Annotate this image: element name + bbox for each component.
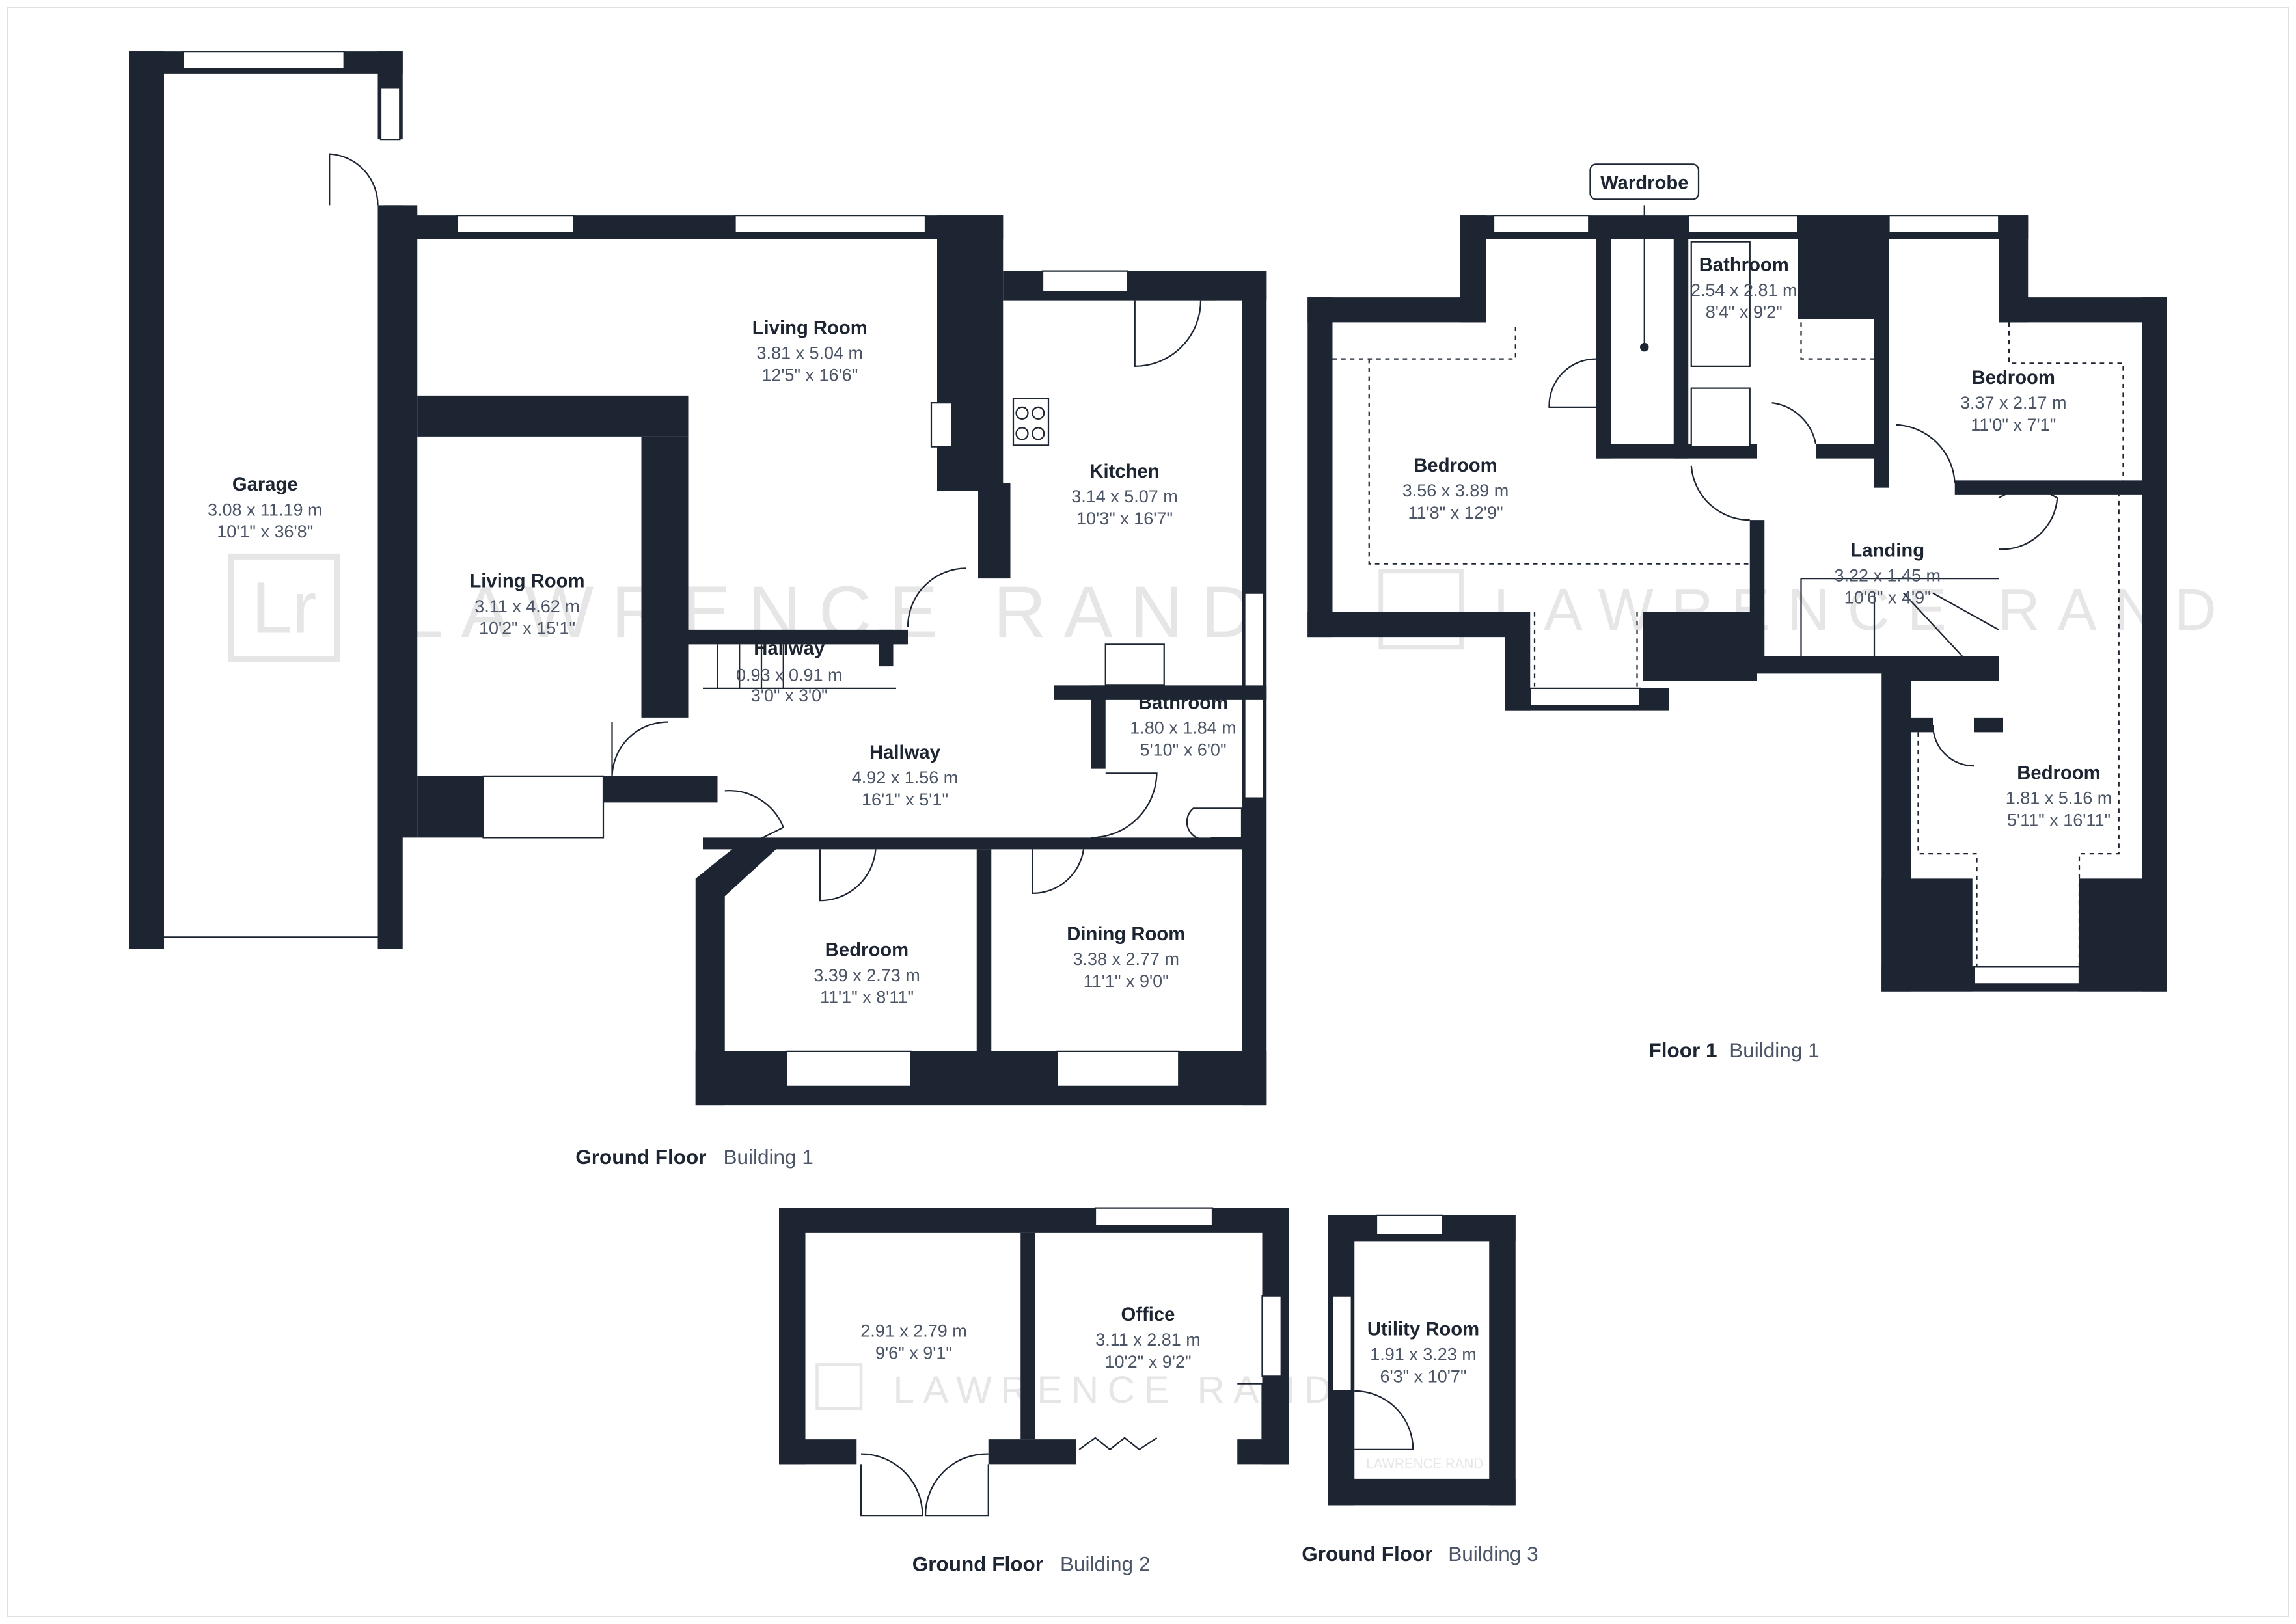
svg-text:Kitchen: Kitchen [1089,461,1159,482]
svg-text:Bathroom: Bathroom [1699,255,1789,276]
svg-text:Building 1: Building 1 [724,1145,813,1169]
svg-text:11'1" x 8'11": 11'1" x 8'11" [820,988,914,1007]
caption-ground-floor-building-3: Ground Floor Building 3 [1302,1542,1538,1565]
svg-text:LAWRENCE RAND: LAWRENCE RAND [894,1369,1341,1411]
svg-text:Ground Floor: Ground Floor [1302,1542,1432,1565]
svg-text:Hallway: Hallway [754,638,825,659]
svg-text:Building 2: Building 2 [1060,1552,1150,1576]
svg-text:3'0" x 3'0": 3'0" x 3'0" [751,686,828,705]
svg-text:10'1" x 36'8": 10'1" x 36'8" [217,522,313,541]
room-utility-room: Utility Room 1.91 x 3.23 m 6'3" x 10'7" [1367,1319,1479,1386]
room-living-room-2: Living Room 3.11 x 4.62 m 10'2" x 15'1" [469,571,584,638]
ground-floor-building-1-walls [129,50,1267,1106]
svg-text:Bedroom: Bedroom [1972,368,2055,388]
svg-text:Bathroom: Bathroom [1138,692,1228,713]
room-bedroom-floor1-top-right: Bedroom 3.37 x 2.17 m 11'0" x 7'1" [1960,368,2067,435]
room-bathroom-floor1: Bathroom 2.54 x 2.81 m 8'4" x 9'2" [1691,255,1797,322]
svg-text:Garage: Garage [232,474,298,495]
svg-text:Landing: Landing [1850,540,1924,561]
svg-text:Floor 1: Floor 1 [1649,1038,1717,1062]
svg-text:6'3" x 10'7": 6'3" x 10'7" [1380,1366,1466,1386]
svg-text:1.91 x 3.23 m: 1.91 x 3.23 m [1370,1345,1477,1364]
svg-text:3.11 x 4.62 m: 3.11 x 4.62 m [474,597,580,616]
svg-text:16'1" x 5'1": 16'1" x 5'1" [862,790,948,809]
svg-text:10'2" x 9'2": 10'2" x 9'2" [1104,1352,1191,1372]
svg-text:Wardrobe: Wardrobe [1600,173,1688,194]
svg-text:2.91 x 2.79 m: 2.91 x 2.79 m [860,1321,967,1341]
room-bedroom-ground: Bedroom 3.39 x 2.73 m 11'1" x 8'11" [813,940,920,1007]
building-2-walls [779,1207,1289,1517]
room-hallway-small: Hallway 0.93 x 0.91 m 3'0" x 3'0" [736,638,843,705]
svg-text:10'6" x 4'9": 10'6" x 4'9" [1844,588,1931,607]
svg-text:3.56 x 3.89 m: 3.56 x 3.89 m [1402,481,1509,500]
svg-text:11'0" x 7'1": 11'0" x 7'1" [1971,415,2056,435]
caption-ground-floor-building-2: Ground Floor Building 2 [912,1552,1151,1576]
svg-text:Ground Floor: Ground Floor [575,1145,706,1169]
room-bathroom-ground: Bathroom 1.80 x 1.84 m 5'10" x 6'0" [1130,692,1237,759]
room-living-room-1: Living Room 3.81 x 5.04 m 12'5" x 16'6" [752,318,868,385]
svg-text:11'8" x 12'9": 11'8" x 12'9" [1408,503,1503,522]
svg-text:Bedroom: Bedroom [2017,763,2100,783]
svg-text:9'6" x 9'1": 9'6" x 9'1" [875,1343,952,1362]
svg-text:1.81 x 5.16 m: 1.81 x 5.16 m [2006,789,2112,808]
svg-text:10'3" x 16'7": 10'3" x 16'7" [1076,509,1173,528]
svg-text:3.14 x 5.07 m: 3.14 x 5.07 m [1071,487,1178,506]
svg-text:LAWRENCE RAND: LAWRENCE RAND [1494,578,2234,643]
room-bedroom-floor1-left: Bedroom 3.56 x 3.89 m 11'8" x 12'9" [1402,455,1509,522]
room-dining-room: Dining Room 3.38 x 2.77 m 11'1" x 9'0" [1067,924,1185,991]
svg-text:10'2" x 15'1": 10'2" x 15'1" [479,619,575,638]
room-hallway: Hallway 4.92 x 1.56 m 16'1" x 5'1" [852,742,959,809]
svg-text:1.80 x 1.84 m: 1.80 x 1.84 m [1130,718,1237,738]
caption-floor-1-building-1: Floor 1 Building 1 [1649,1038,1820,1062]
svg-text:Dining Room: Dining Room [1067,924,1185,945]
svg-text:3.22 x 1.45 m: 3.22 x 1.45 m [1834,566,1941,586]
room-bedroom-floor1-bottom-right: Bedroom 1.81 x 5.16 m 5'11" x 16'11" [2006,763,2112,830]
svg-text:Building 1: Building 1 [1729,1038,1819,1062]
svg-text:3.08 x 11.19 m: 3.08 x 11.19 m [208,500,323,519]
svg-text:Office: Office [1121,1305,1175,1325]
watermark-floor1: LAWRENCE RAND [1378,569,2234,650]
svg-text:3.38 x 2.77 m: 3.38 x 2.77 m [1073,949,1179,969]
room-landing: Landing 3.22 x 1.45 m 10'6" x 4'9" [1834,540,1941,607]
svg-text:2.54 x 2.81 m: 2.54 x 2.81 m [1691,280,1797,300]
svg-text:11'1" x 9'0": 11'1" x 9'0" [1084,971,1169,991]
svg-text:12'5" x 16'6": 12'5" x 16'6" [761,365,858,385]
svg-text:Lr: Lr [251,566,316,648]
watermark-ground: Lr LAWRENCE RAND [228,553,1253,662]
svg-text:Bedroom: Bedroom [825,940,909,961]
svg-text:5'11" x 16'11": 5'11" x 16'11" [2007,810,2111,830]
wardrobe-label: Wardrobe [1589,163,1700,200]
svg-text:8'4" x 9'2": 8'4" x 9'2" [1706,303,1783,322]
svg-text:0.93 x 0.91 m: 0.93 x 0.91 m [736,666,843,685]
svg-text:Living Room: Living Room [752,318,868,338]
svg-text:4.92 x 1.56 m: 4.92 x 1.56 m [852,768,959,787]
svg-text:3.11 x 2.81 m: 3.11 x 2.81 m [1095,1330,1201,1349]
svg-text:Bedroom: Bedroom [1414,455,1497,476]
svg-text:3.39 x 2.73 m: 3.39 x 2.73 m [813,966,920,985]
svg-text:Building 3: Building 3 [1448,1542,1538,1565]
watermark-building3: LAWRENCE RAND [1366,1455,1483,1472]
room-garage: Garage 3.08 x 11.19 m 10'1" x 36'8" [208,474,323,541]
floor-1-building-1-walls [1307,205,2167,992]
svg-text:3.81 x 5.04 m: 3.81 x 5.04 m [756,344,863,363]
svg-text:3.37 x 2.17 m: 3.37 x 2.17 m [1960,393,2067,413]
svg-text:5'10" x 6'0": 5'10" x 6'0" [1140,740,1226,759]
watermark-building2: LAWRENCE RAND [815,1363,1341,1411]
room-kitchen: Kitchen 3.14 x 5.07 m 10'3" x 16'7" [1071,461,1178,528]
svg-text:Living Room: Living Room [469,571,584,592]
svg-text:Utility Room: Utility Room [1367,1319,1479,1340]
caption-ground-floor-building-1: Ground Floor Building 1 [575,1145,813,1169]
building-3-walls [1328,1214,1516,1506]
svg-text:Hallway: Hallway [869,742,941,763]
svg-text:Ground Floor: Ground Floor [912,1552,1043,1576]
room-office: Office 3.11 x 2.81 m 10'2" x 9'2" [1095,1305,1201,1372]
page-border [7,7,2289,1617]
room-building-2-unnamed: 2.91 x 2.79 m 9'6" x 9'1" [860,1321,967,1363]
